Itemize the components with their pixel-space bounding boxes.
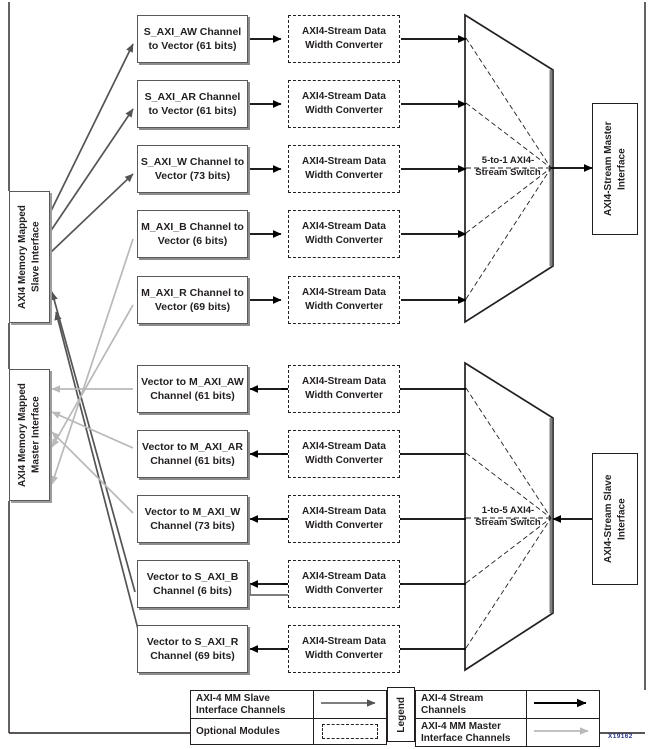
channel-label: Vector to M_AXI_AR Channel (61 bits) (142, 440, 243, 467)
legend-art-arrow-light (526, 718, 600, 747)
legend-row: AXI-4 Stream Channels (415, 690, 600, 719)
figure-id-label: X19162 (608, 733, 633, 740)
legend-row: AXI-4 MM Master Interface Channels (415, 718, 600, 747)
legend-label-mm-slave: AXI-4 MM Slave Interface Channels (190, 690, 314, 719)
dwc-label: AXI4-Stream Data Width Converter (302, 376, 386, 401)
stream-master-interface-label: AXI4-Stream Master Interface (602, 121, 628, 217)
dwc-box-1[interactable]: AXI4-Stream Data Width Converter (288, 15, 400, 63)
switch-upper-label: 5-to-1 AXI4- Stream Switch (475, 155, 541, 179)
legend-label-stream-channels: AXI-4 Stream Channels (415, 690, 527, 719)
mm-master-interface-box[interactable]: AXI4 Memory Mapped Master Interface (9, 369, 50, 501)
legend-tab-label: Legend (395, 696, 407, 733)
dwc-box-6[interactable]: AXI4-Stream Data Width Converter (288, 365, 400, 413)
dwc-label: AXI4-Stream Data Width Converter (302, 636, 386, 661)
legend-art-dashed-box (313, 718, 387, 745)
dwc-box-5[interactable]: AXI4-Stream Data Width Converter (288, 276, 400, 324)
channel-label: S_AXI_AW Channel to Vector (61 bits) (143, 25, 242, 52)
legend-art-arrow-dark (313, 690, 387, 719)
legend-label-optional-modules: Optional Modules (190, 718, 314, 745)
dashed-box-icon (322, 724, 378, 739)
channel-box-s-axi-aw[interactable]: S_AXI_AW Channel to Vector (61 bits) (137, 15, 248, 63)
stream-links-upper (249, 35, 593, 304)
dwc-label: AXI4-Stream Data Width Converter (302, 156, 386, 181)
channel-box-m-axi-r[interactable]: M_AXI_R Channel to Vector (69 bits) (137, 276, 248, 324)
dwc-box-2[interactable]: AXI4-Stream Data Width Converter (288, 80, 400, 128)
mm-slave-interface-label: AXI4 Memory Mapped Slave Interface (17, 205, 42, 309)
dwc-label: AXI4-Stream Data Width Converter (302, 91, 386, 116)
channel-label: Vector to S_AXI_B Channel (6 bits) (146, 570, 239, 597)
switch-lower-shape (464, 361, 554, 672)
dwc-label: AXI4-Stream Data Width Converter (302, 26, 386, 51)
switch-lower-label: 1-to-5 AXI4- Stream Switch (475, 505, 541, 529)
channel-label: S_AXI_AR Channel to Vector (61 bits) (144, 90, 241, 117)
dwc-box-7[interactable]: AXI4-Stream Data Width Converter (288, 430, 400, 478)
legend-tab: Legend (387, 687, 415, 742)
channel-box-m-axi-aw-out[interactable]: Vector to M_AXI_AW Channel (61 bits) (137, 365, 248, 413)
dwc-box-10[interactable]: AXI4-Stream Data Width Converter (288, 625, 400, 673)
dwc-box-4[interactable]: AXI4-Stream Data Width Converter (288, 210, 400, 258)
legend-art-arrow-black (526, 690, 600, 719)
dwc-label: AXI4-Stream Data Width Converter (302, 221, 386, 246)
channel-box-m-axi-b[interactable]: M_AXI_B Channel to Vector (6 bits) (137, 210, 248, 258)
channel-label: Vector to M_AXI_AW Channel (61 bits) (141, 375, 244, 402)
channel-label: Vector to M_AXI_W Channel (73 bits) (144, 505, 241, 532)
dwc-label: AXI4-Stream Data Width Converter (302, 287, 386, 312)
mm-master-interface-label: AXI4 Memory Mapped Master Interface (17, 383, 42, 487)
mm-slave-interface-box[interactable]: AXI4 Memory Mapped Slave Interface (9, 191, 50, 323)
channel-label: S_AXI_W Channel to Vector (73 bits) (140, 155, 245, 182)
channel-label: Vector to S_AXI_R Channel (69 bits) (146, 635, 239, 662)
channel-label: M_AXI_R Channel to Vector (69 bits) (141, 286, 244, 313)
legend-row: Optional Modules (190, 718, 387, 745)
legend: AXI-4 MM Slave Interface Channels Option… (190, 687, 600, 747)
legend-row: AXI-4 MM Slave Interface Channels (190, 690, 387, 719)
switch-upper-shape (464, 13, 554, 324)
dwc-label: AXI4-Stream Data Width Converter (302, 441, 386, 466)
legend-label-mm-master: AXI-4 MM Master Interface Channels (415, 718, 527, 747)
mm-slave-links (49, 43, 147, 661)
stream-master-interface-box[interactable]: AXI4-Stream Master Interface (592, 103, 638, 235)
channel-box-s-axi-b-out[interactable]: Vector to S_AXI_B Channel (6 bits) (137, 560, 248, 608)
dwc-box-9[interactable]: AXI4-Stream Data Width Converter (288, 560, 400, 608)
stream-slave-interface-label: AXI4-Stream Slave Interface (602, 474, 628, 564)
channel-box-s-axi-r-out[interactable]: Vector to S_AXI_R Channel (69 bits) (137, 625, 248, 673)
dwc-label: AXI4-Stream Data Width Converter (302, 571, 386, 596)
channel-box-s-axi-ar[interactable]: S_AXI_AR Channel to Vector (61 bits) (137, 80, 248, 128)
legend-table-left: AXI-4 MM Slave Interface Channels Option… (190, 690, 387, 745)
channel-label: M_AXI_B Channel to Vector (6 bits) (141, 220, 244, 247)
dwc-label: AXI4-Stream Data Width Converter (302, 506, 386, 531)
dwc-box-3[interactable]: AXI4-Stream Data Width Converter (288, 145, 400, 193)
channel-box-m-axi-w-out[interactable]: Vector to M_AXI_W Channel (73 bits) (137, 495, 248, 543)
dwc-box-8[interactable]: AXI4-Stream Data Width Converter (288, 495, 400, 543)
channel-box-s-axi-w[interactable]: S_AXI_W Channel to Vector (73 bits) (137, 145, 248, 193)
legend-table-right: AXI-4 Stream Channels AXI-4 MM Master In… (415, 690, 600, 747)
stream-slave-interface-box[interactable]: AXI4-Stream Slave Interface (592, 453, 638, 585)
channel-box-m-axi-ar-out[interactable]: Vector to M_AXI_AR Channel (61 bits) (137, 430, 248, 478)
mm-master-links (50, 238, 134, 514)
